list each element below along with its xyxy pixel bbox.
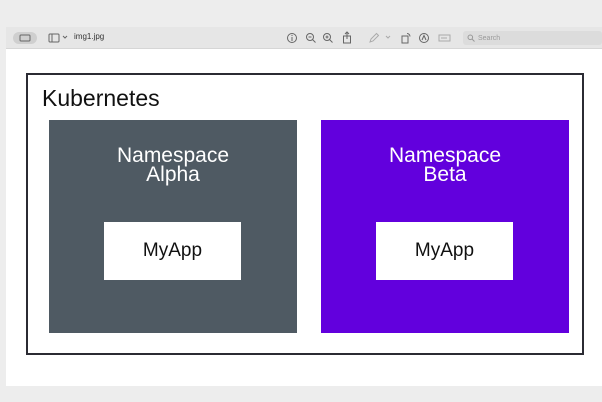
zoom-in-icon[interactable]: [322, 32, 334, 44]
namespace-alpha-app: MyApp: [104, 222, 241, 280]
sidebar-icon[interactable]: [48, 33, 60, 43]
namespace-alpha-line2: Alpha: [146, 163, 200, 186]
chevron-down-icon[interactable]: [62, 34, 68, 40]
namespace-beta-app: MyApp: [376, 222, 513, 280]
search-icon: [467, 34, 475, 42]
toolbar: img1.jpg Search: [6, 27, 602, 49]
info-icon[interactable]: [286, 32, 298, 44]
kubernetes-cluster-frame: Kubernetes Namespace Alpha MyApp Namespa…: [26, 73, 584, 355]
zoom-out-icon[interactable]: [305, 32, 317, 44]
markup-pen-icon[interactable]: [368, 32, 380, 44]
cluster-title: Kubernetes: [42, 85, 160, 111]
markup-chevron-icon[interactable]: [385, 34, 391, 40]
window-controls-icon[interactable]: [13, 32, 37, 44]
namespace-alpha-title: Namespace Alpha: [49, 144, 297, 186]
form-fill-icon[interactable]: [438, 32, 451, 44]
namespace-beta-title: Namespace Beta: [321, 144, 569, 186]
rotate-icon[interactable]: [400, 32, 412, 44]
namespace-alpha: Namespace Alpha MyApp: [49, 120, 297, 333]
namespace-alpha-line1: Namespace: [116, 144, 230, 167]
search-placeholder: Search: [478, 34, 501, 42]
namespace-beta-line2: Beta: [423, 163, 467, 186]
annotate-icon[interactable]: [418, 32, 430, 44]
share-icon[interactable]: [341, 31, 353, 44]
namespace-beta-line1: Namespace: [388, 144, 502, 167]
file-name: img1.jpg: [74, 32, 105, 41]
image-canvas: Kubernetes Namespace Alpha MyApp Namespa…: [6, 49, 602, 386]
search-input[interactable]: Search: [463, 31, 602, 45]
namespace-beta: Namespace Beta MyApp: [321, 120, 569, 333]
